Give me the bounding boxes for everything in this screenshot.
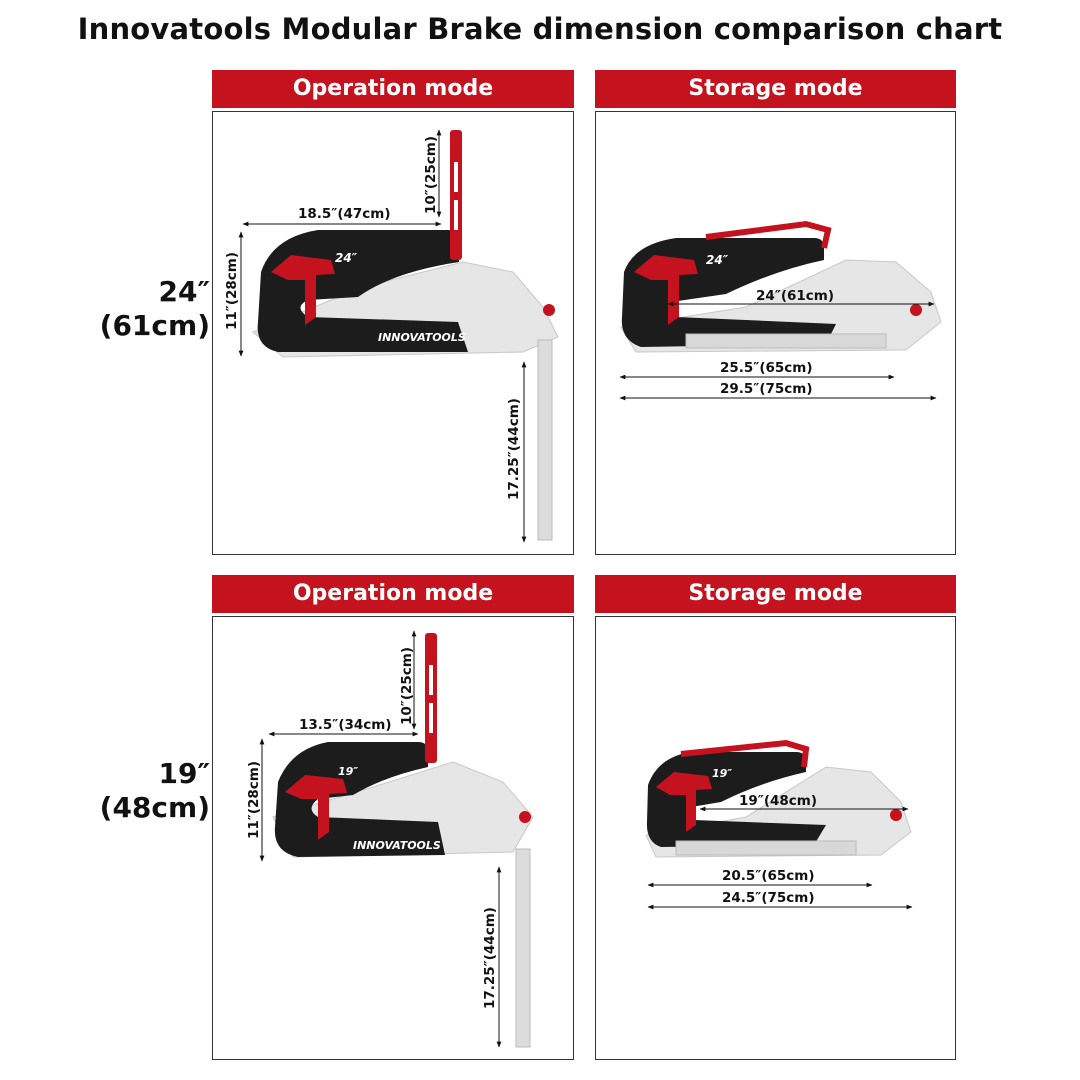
size-inches: 24″ (158, 275, 210, 308)
storage-mode-header: Storage mode (595, 575, 956, 613)
size-label-19: 19″ (48cm) (0, 757, 210, 825)
operation-diagram-19: 19″ INNOVATOOLS 10″(25cm) 13.5″(34cm) 11… (246, 630, 534, 1048)
dim-height: 11″(28cm) (224, 252, 240, 330)
size-inches: 19″ (158, 757, 210, 790)
operation-mode-header: Operation mode (212, 575, 574, 613)
storage-diagram-19: 19″ 19″(48cm) 20.5″(65cm) 24.5″(75cm) (645, 739, 913, 910)
dim-width: 13.5″(34cm) (299, 717, 392, 733)
dim-inner: 19″(48cm) (739, 793, 817, 809)
folded-arm (705, 220, 832, 249)
board-badge: 24″ (706, 253, 729, 267)
dim-arm-height: 10″(25cm) (399, 647, 415, 725)
storage-mode-panel-24: 24″ 24″(61cm) 25.5″(65cm) 29.5″(75cm) (595, 111, 956, 555)
dim-leg: 17.25″(44cm) (482, 907, 498, 1009)
support-leg (515, 848, 531, 1048)
dim-leg: 17.25″(44cm) (506, 398, 522, 500)
dim-arm-height: 10″(25cm) (423, 136, 439, 214)
logo-icon (634, 255, 698, 325)
support-leg (537, 339, 553, 541)
lever-arm (450, 130, 462, 260)
size-label-24: 24″ (61cm) (0, 275, 210, 343)
dim-mid: 25.5″(65cm) (720, 360, 813, 376)
size-cm: (48cm) (99, 791, 210, 824)
dim-height: 11″(28cm) (246, 761, 262, 839)
dim-total: 24.5″(75cm) (722, 890, 815, 906)
dim-width: 18.5″(47cm) (298, 206, 391, 222)
operation-mode-panel-19: 19″ INNOVATOOLS 10″(25cm) 13.5″(34cm) 11… (212, 616, 574, 1060)
brand-logo-text: INNOVATOOLS (378, 331, 466, 344)
logo-icon (656, 772, 712, 832)
board-badge: 24″ (335, 251, 358, 265)
storage-mode-panel-19: 19″ 19″(48cm) 20.5″(65cm) 24.5″(75cm) (595, 616, 956, 1060)
dim-total: 29.5″(75cm) (720, 381, 813, 397)
board-shape (274, 742, 445, 857)
board-badge: 19″ (712, 767, 732, 780)
logo-icon (271, 255, 335, 325)
brand-logo-text: INNOVATOOLS (353, 839, 441, 852)
dim-mid: 20.5″(65cm) (722, 868, 815, 884)
folded-leg (685, 333, 887, 349)
folded-arm (680, 739, 810, 768)
folded-leg (675, 840, 857, 856)
board-badge: 19″ (338, 765, 358, 778)
lever-arm (425, 633, 437, 763)
logo-icon (285, 775, 347, 840)
operation-mode-panel-24: 24″ INNOVATOOLS 10″(25cm) 18.5″(47cm) 11… (212, 111, 574, 555)
storage-mode-header: Storage mode (595, 70, 956, 108)
chart-title: Innovatools Modular Brake dimension comp… (77, 12, 1003, 46)
dim-inner: 24″(61cm) (756, 288, 834, 304)
storage-diagram-24: 24″ 24″(61cm) 25.5″(65cm) 29.5″(75cm) (619, 220, 942, 401)
operation-mode-header: Operation mode (212, 70, 574, 108)
operation-diagram-24: 24″ INNOVATOOLS 10″(25cm) 18.5″(47cm) 11… (224, 129, 559, 543)
size-cm: (61cm) (99, 309, 210, 342)
